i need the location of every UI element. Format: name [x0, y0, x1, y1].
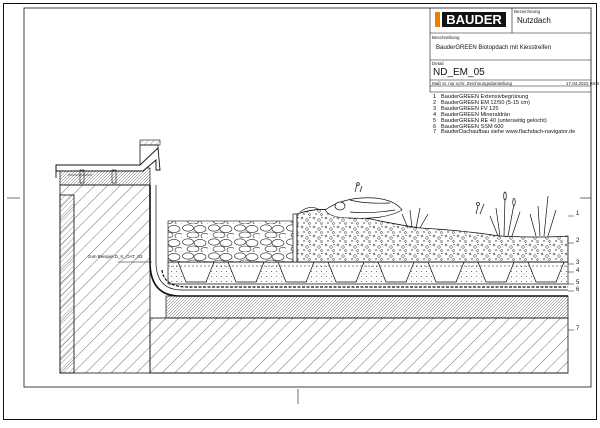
- drainage-element: [167, 261, 569, 285]
- label-description: Beschreibung: [432, 35, 460, 40]
- registration-marks: [7, 197, 591, 404]
- sheet-border: [3, 3, 597, 420]
- upstand-wall: [59, 184, 151, 374]
- callout-4: 4: [576, 268, 580, 274]
- roof-insulation: [165, 295, 569, 319]
- bauder-logo: BAUDER: [435, 12, 506, 27]
- callout-3: 3: [576, 260, 580, 266]
- deadwood-log: [324, 197, 403, 219]
- date-value: 17.04.2023 Bmb: [566, 81, 600, 86]
- inner-border: [23, 7, 592, 388]
- protection-mat: [161, 269, 568, 288]
- scale-note: Maß st. nur schr. Zeichnungsdarstellung: [432, 81, 513, 86]
- callout-1: 1: [576, 211, 580, 217]
- description-value: BauderGREEN Biotopdach mit Kiesstreifen: [436, 45, 552, 51]
- logo-text: BAUDER: [446, 12, 502, 27]
- detail-code: ND_EM_05: [433, 67, 485, 78]
- callout-6: 6: [576, 287, 580, 293]
- gravel-strip: [167, 220, 297, 263]
- edge-profile: [292, 213, 298, 263]
- callout-7: 7: [576, 326, 580, 332]
- designation-value: Nutzdach: [517, 16, 551, 25]
- vegetation: [299, 182, 557, 237]
- callout-ticks: [568, 215, 574, 331]
- title-block-grid: [429, 8, 591, 93]
- label-designation: Bezeichnung: [514, 9, 541, 14]
- callout-2: 2: [576, 238, 580, 244]
- label-detail: Detail: [432, 61, 444, 66]
- coping-flashing: [55, 147, 161, 172]
- concrete-slab: [149, 317, 569, 374]
- callout-5: 5: [576, 280, 580, 286]
- reference-note: zum Beispiel D_K_OAT_03: [88, 254, 143, 259]
- parapet-anchors: [68, 169, 117, 184]
